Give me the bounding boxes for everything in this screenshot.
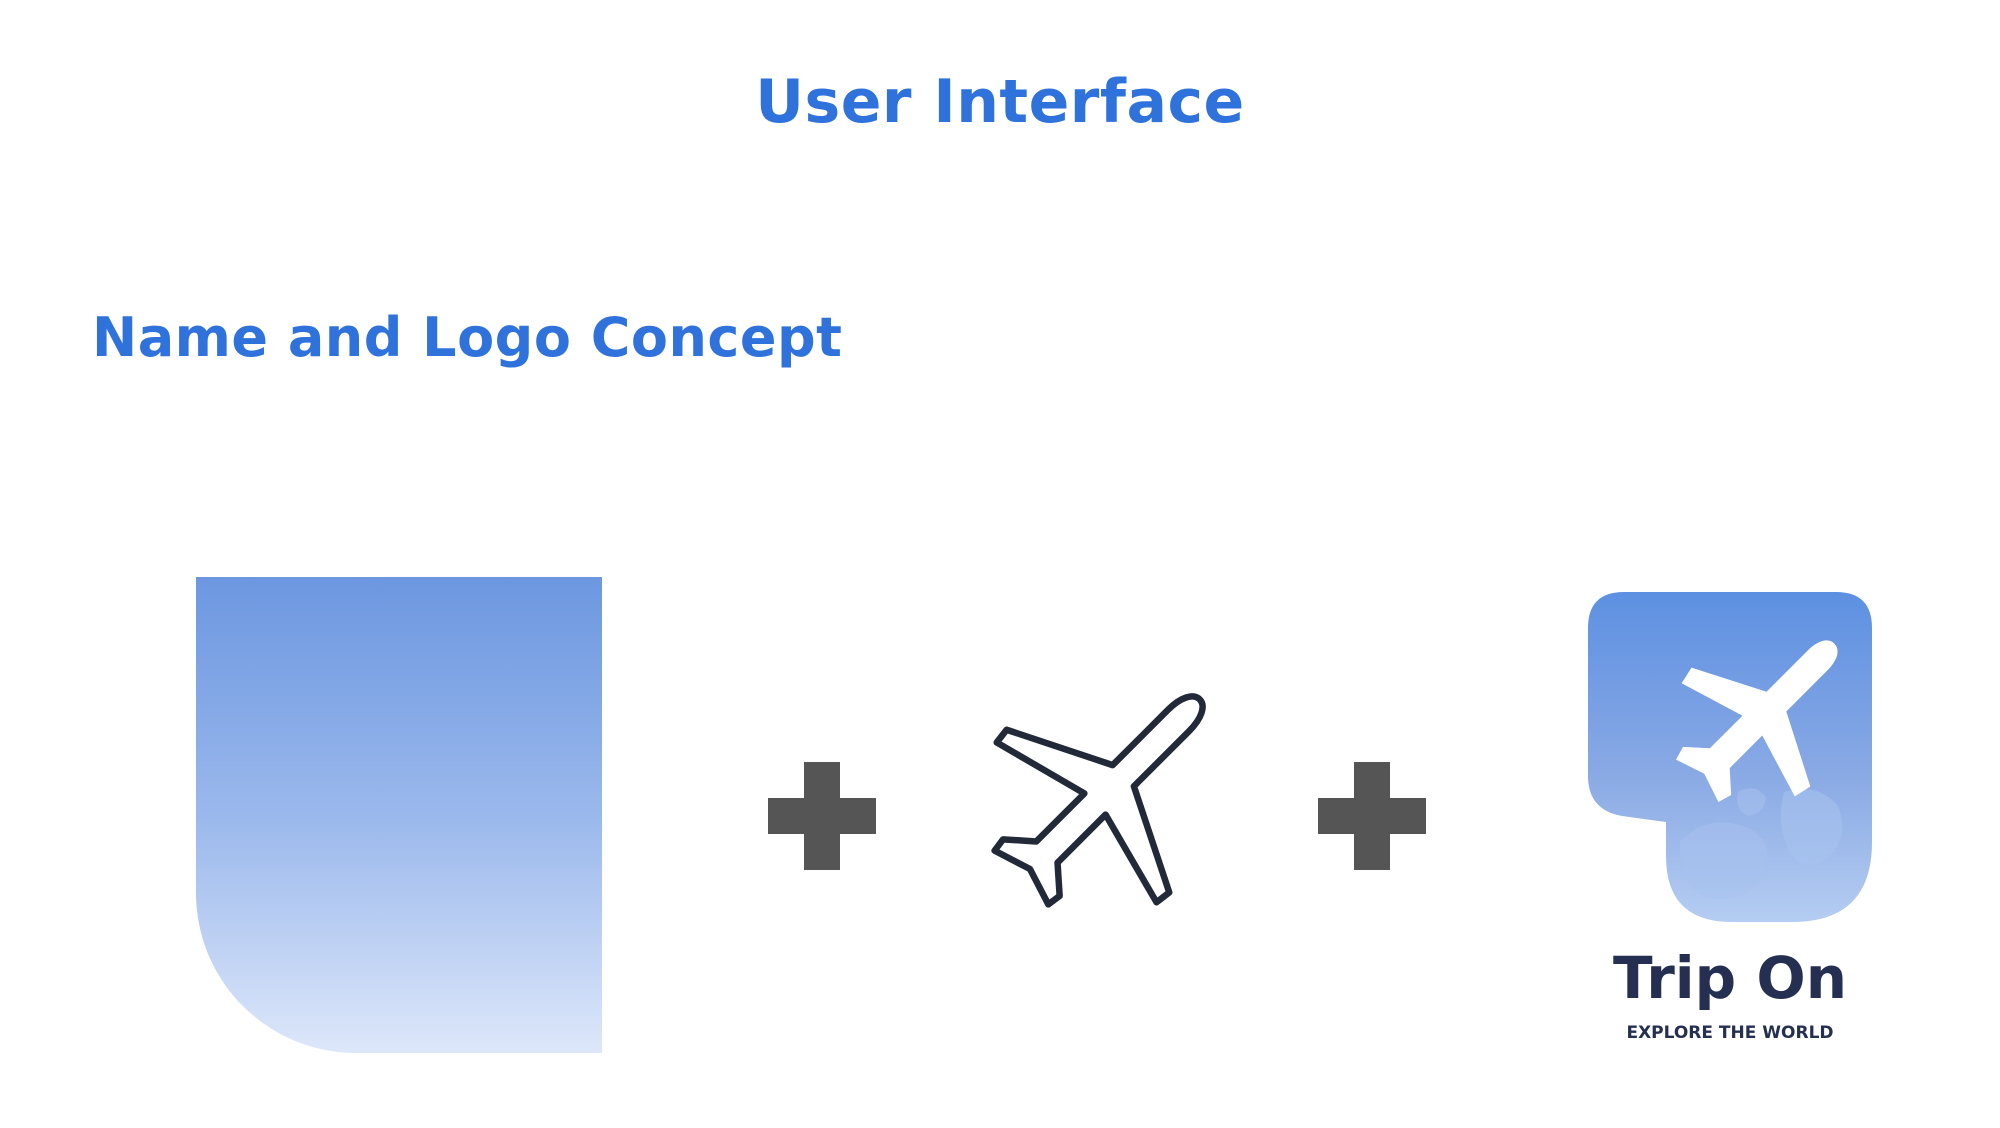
brand-tagline: EXPLORE THE WORLD <box>1626 1023 1834 1043</box>
section-title: Name and Logo Concept <box>92 306 843 369</box>
airplane-outline-icon <box>991 693 1206 908</box>
shield-shape-icon <box>196 577 602 1053</box>
plus-icon <box>1318 762 1426 870</box>
trip-on-logo-icon <box>1588 592 1872 922</box>
brand-name: Trip On <box>1613 944 1847 1012</box>
plus-icon <box>768 762 876 870</box>
page-title: User Interface <box>755 67 1245 137</box>
